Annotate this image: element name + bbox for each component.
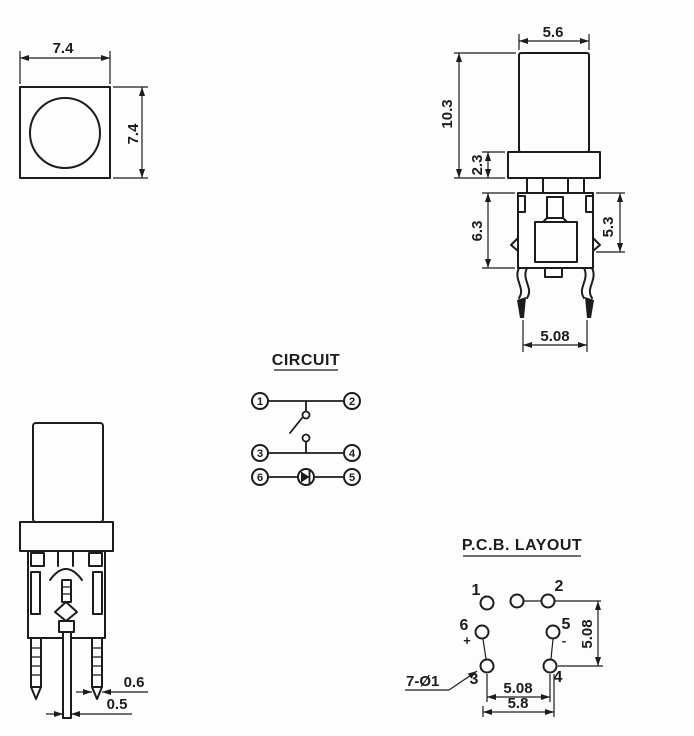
terminal-1-circle: [251, 392, 269, 410]
body-tab-right: [88, 552, 103, 567]
leg-left: [516, 267, 531, 299]
pcb-pin-6-label: 6: [460, 617, 469, 634]
inner-housing: [534, 221, 578, 263]
led-symbol-triangle: [301, 471, 310, 483]
front-view: 5.6 10.3 2.3 6.3 5.3 5.08: [439, 24, 625, 352]
side-leg-left: [30, 637, 42, 688]
terminal-4-label: 4: [349, 448, 356, 460]
top-view: 7.4 7.4: [19, 40, 148, 179]
cap-width-dim: 5.6: [543, 24, 564, 41]
lead-width-dim: 0.6: [124, 674, 145, 691]
pcb-pin-1-label: 1: [472, 582, 481, 599]
pcb-hole-6: [474, 624, 490, 640]
top-view-height-dim: 7.4: [125, 123, 142, 145]
pcb-pin-2-label: 2: [555, 578, 564, 595]
leg-right: [580, 267, 595, 299]
pcb-outer-span-dim: 5.8: [508, 695, 529, 712]
bottom-notch: [544, 267, 563, 278]
terminal-5-circle: [343, 468, 361, 486]
body-height-dim: 6.3: [469, 221, 486, 242]
collar-outline: [507, 151, 601, 179]
terminal-3-circle: [251, 444, 269, 462]
side-view-dimensions: 0.6 0.5: [46, 674, 148, 718]
body-slot-left: [30, 571, 41, 615]
body-slot-right: [92, 571, 103, 615]
overall-height-dim: 10.3: [439, 99, 456, 128]
pcb-dimensions: 5.08 5.08 5.8: [482, 601, 603, 717]
pcb-hole-2: [540, 593, 556, 609]
led-lead-upper: [61, 579, 72, 603]
polarity-minus-label: -: [562, 633, 566, 648]
body-clip-right: [585, 195, 594, 213]
pcb-pin-4-label: 4: [554, 669, 563, 686]
circuit-title: CIRCUIT: [272, 352, 340, 369]
hole-note-leader: [448, 670, 478, 691]
pcb-hole-1: [479, 595, 495, 611]
leg-left-tip: [517, 297, 526, 318]
led-symbol-circle: [297, 468, 315, 486]
switch-body-outline: [517, 192, 594, 269]
pcb-horizontal-pitch-dim: 5.08: [503, 680, 532, 697]
side-leg-right-tip: [91, 686, 103, 700]
pcb-pin-3-label: 3: [470, 671, 479, 688]
inner-arch: [49, 568, 83, 581]
terminal-2-circle: [343, 392, 361, 410]
center-lead-width-dim: 0.5: [107, 696, 128, 713]
body-side-tabs: [510, 237, 601, 252]
terminal-1-label: 1: [257, 396, 263, 408]
pcb-hole-mid: [509, 593, 525, 609]
circuit-diagram: CIRCUIT 1 2 3 4 6 5: [251, 352, 361, 486]
button-cap-outline: [19, 86, 111, 179]
top-view-dimensions: 7.4 7.4: [19, 40, 148, 179]
inner-height-dim: 5.3: [600, 217, 617, 238]
pcb-vertical-pitch-dim: 5.08: [579, 619, 596, 648]
terminal-5-label: 5: [349, 472, 355, 484]
lead-kink: [54, 601, 78, 622]
collar-height-dim: 2.3: [469, 155, 486, 176]
lead-crimp: [58, 620, 75, 633]
pad-column-lines: [482, 638, 554, 660]
side-view: 0.6 0.5: [19, 422, 148, 719]
lead-pitch-dim: 5.08: [540, 328, 569, 345]
side-leg-left-tip: [30, 686, 42, 700]
body-tab-left: [30, 552, 45, 567]
leg-right-tip: [585, 297, 594, 318]
switch-contact-upper: [301, 410, 311, 420]
button-plunger-circle: [29, 97, 101, 169]
terminal-4-circle: [343, 444, 361, 462]
plunger-outline: [518, 52, 590, 153]
terminal-6-circle: [251, 468, 269, 486]
plunger-outline-side: [32, 422, 104, 523]
pcb-hole-4: [542, 658, 558, 674]
center-column: [57, 550, 74, 567]
center-pin: [62, 631, 72, 719]
pcb-hole-3: [479, 658, 495, 674]
terminal-6-label: 6: [257, 472, 263, 484]
pcb-layout: P.C.B. LAYOUT 1 2 6 + 5 - 3 4 7-Ø1 5.08 …: [405, 537, 603, 717]
collar-outline-side: [19, 521, 114, 552]
switch-contact-lower: [301, 433, 311, 443]
switch-lever: [289, 417, 303, 434]
pcb-title: P.C.B. LAYOUT: [462, 537, 582, 554]
top-view-width-dim: 7.4: [53, 40, 75, 57]
polarity-plus-label: +: [463, 633, 471, 648]
front-view-dimensions: 5.6 10.3 2.3 6.3 5.3 5.08: [439, 24, 625, 352]
side-leg-right: [91, 637, 103, 688]
terminal-2-label: 2: [349, 396, 355, 408]
hole-diameter-note: 7-Ø1: [406, 673, 439, 690]
neck-posts: [526, 177, 585, 194]
pcb-hole-5: [545, 624, 561, 640]
inner-stem: [546, 196, 564, 219]
pcb-pin-5-label: 5: [562, 616, 571, 633]
body-clip-left: [517, 195, 526, 213]
terminal-3-label: 3: [257, 448, 263, 460]
